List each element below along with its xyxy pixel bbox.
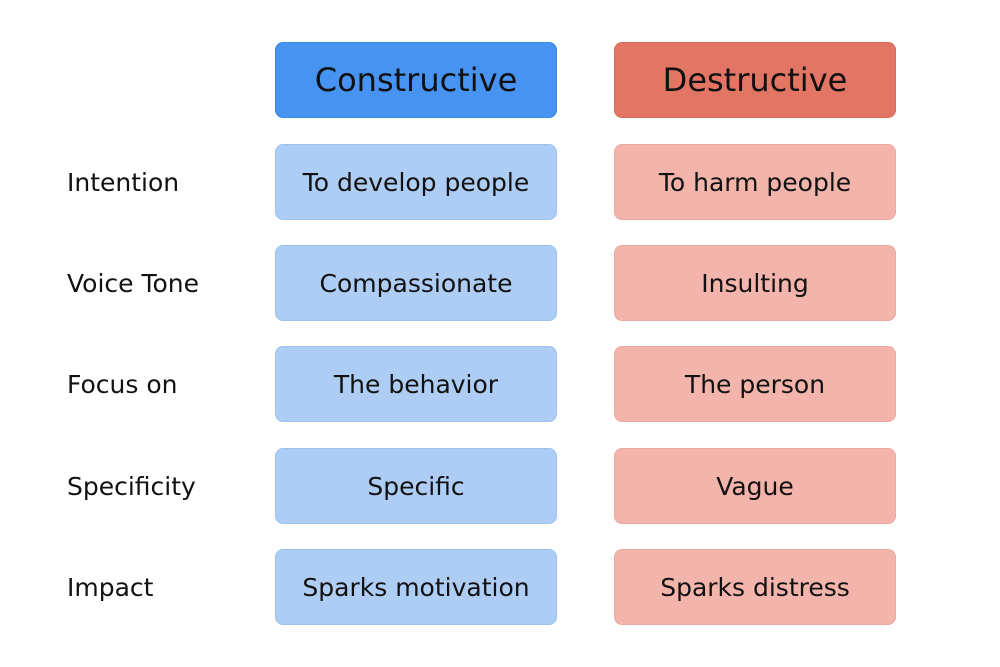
cell-intention-constructive: To develop people <box>275 144 557 220</box>
header-destructive: Destructive <box>614 42 896 118</box>
row-label-intention: Intention <box>67 167 180 197</box>
header-constructive: Constructive <box>275 42 557 118</box>
row-label-focus-on: Focus on <box>67 369 178 399</box>
row-label-specificity: Specificity <box>67 471 196 501</box>
cell-voice-tone-constructive: Compassionate <box>275 245 557 321</box>
row-label-impact: Impact <box>67 572 154 602</box>
cell-impact-destructive: Sparks distress <box>614 549 896 625</box>
cell-voice-tone-destructive: Insulting <box>614 245 896 321</box>
cell-specificity-constructive: Specific <box>275 448 557 524</box>
cell-specificity-destructive: Vague <box>614 448 896 524</box>
cell-focus-on-constructive: The behavior <box>275 346 557 422</box>
cell-intention-destructive: To harm people <box>614 144 896 220</box>
cell-focus-on-destructive: The person <box>614 346 896 422</box>
cell-impact-constructive: Sparks motivation <box>275 549 557 625</box>
row-label-voice-tone: Voice Tone <box>67 268 200 298</box>
